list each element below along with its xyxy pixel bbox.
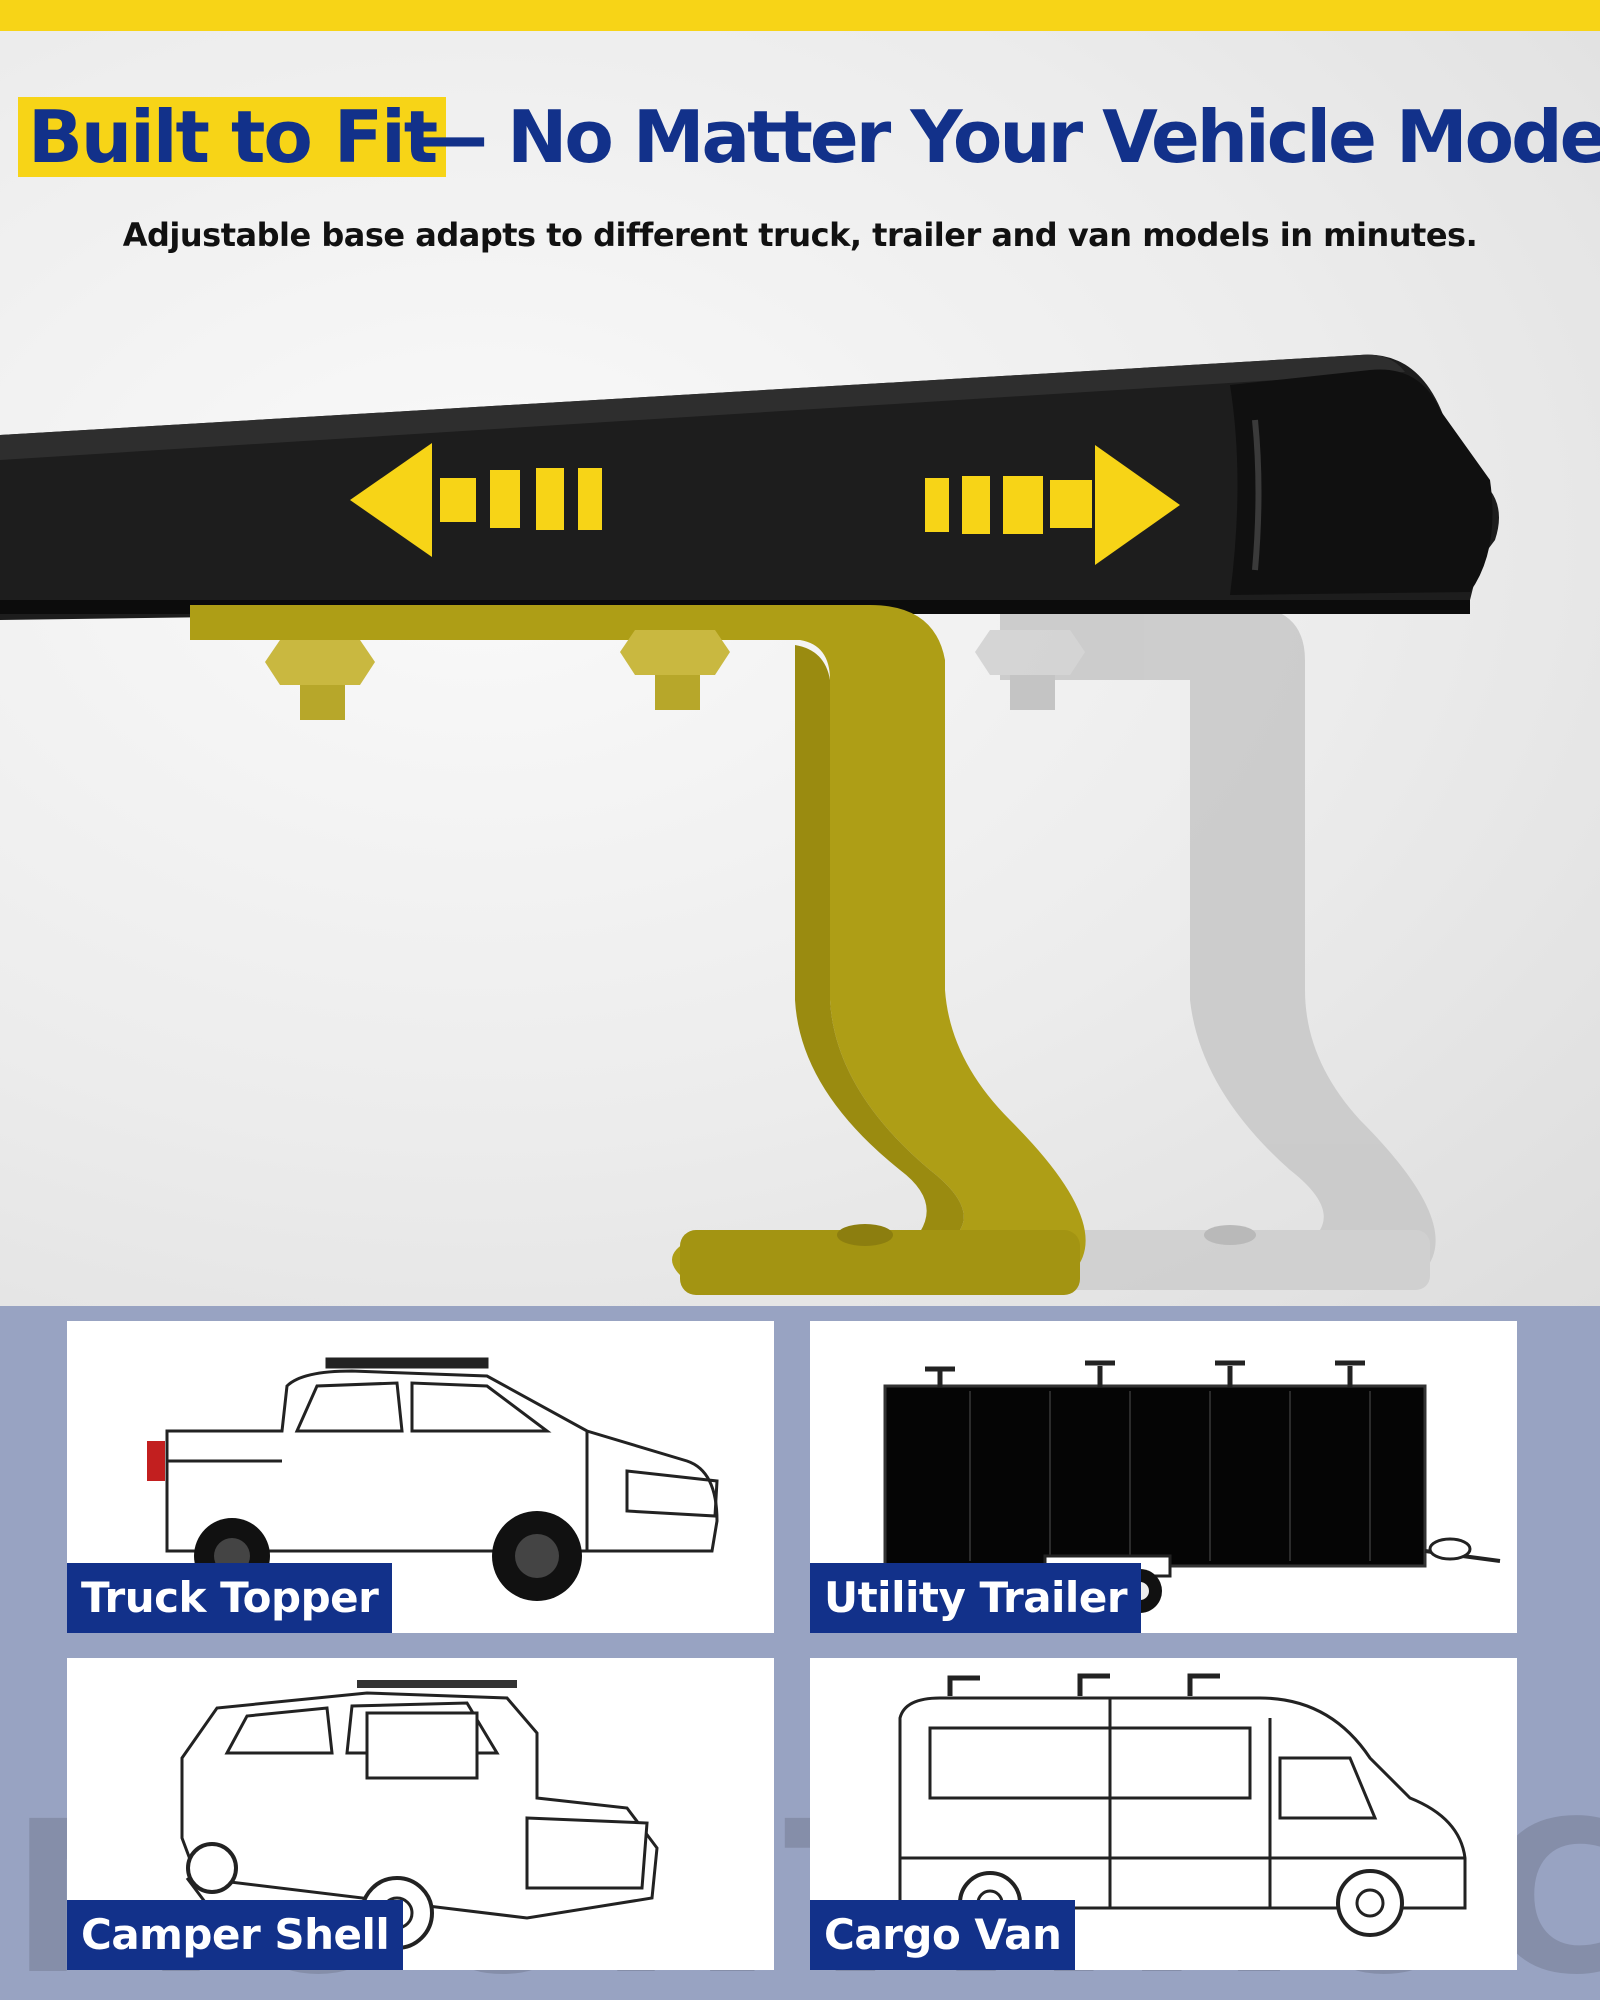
crossbar-bracket-illustration: [0, 354, 1499, 1295]
slide-right-arrow-icon: [925, 445, 1180, 565]
headline: Built to Fit — No Matter Your Vehicle Mo…: [0, 97, 1600, 183]
card-cargo-van: Cargo Van: [810, 1658, 1517, 1970]
slide-left-arrow-icon: [350, 443, 602, 557]
headline-rest: — No Matter Your Vehicle Model: [416, 95, 1600, 179]
card-label-truck-topper: Truck Topper: [67, 1563, 393, 1633]
cargo-van-icon: [898, 1673, 1467, 1937]
enclosed-trailer-icon: [883, 1360, 1501, 1613]
card-label-camper-shell: Camper Shell: [67, 1900, 404, 1970]
card-camper-shell: Camper Shell: [67, 1658, 774, 1970]
hero-section: Built to Fit — No Matter Your Vehicle Mo…: [0, 31, 1600, 1306]
card-utility-trailer: Utility Trailer: [810, 1321, 1517, 1633]
top-accent-bar: [0, 0, 1600, 31]
vehicle-compatibility-panel: MOUNTHROCK Truck Topper: [0, 1306, 1600, 2000]
subtitle: Adjustable base adapts to different truc…: [122, 216, 1478, 254]
card-label-cargo-van: Cargo Van: [810, 1900, 1076, 1970]
pickup-truck-icon: [147, 1357, 719, 1601]
headline-accent: Built to Fit: [18, 97, 447, 177]
card-label-utility-trailer: Utility Trailer: [810, 1563, 1142, 1633]
crossbar-rail-icon: [0, 354, 1499, 620]
ghost-bracket-icon: [975, 605, 1436, 1290]
adjustable-bracket-icon: [190, 605, 1086, 1295]
card-truck-topper: Truck Topper: [67, 1321, 774, 1633]
camper-shell-truck-icon: [180, 1680, 659, 1950]
